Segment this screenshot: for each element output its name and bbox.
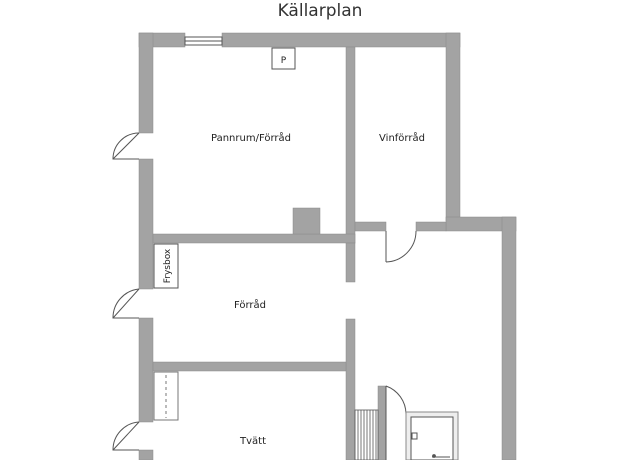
frysbox-box [153,243,179,289]
door-stair [385,385,407,460]
plan-title: Källarplan [278,1,363,21]
room-label-pannrum: Pannrum/Förråd [211,131,291,144]
door-pannrum [112,132,140,160]
wall-forrad-right-a [345,242,356,283]
room-label-tvatt: Tvätt [239,436,266,447]
wall-vin-bottom-b [415,221,447,232]
wall-left-3 [138,317,154,423]
tvatt-cabinet [153,371,179,421]
frysbox-label: Frysbox [163,248,173,283]
wall-left-1 [138,32,154,134]
chimney-block [292,207,321,235]
p-marker-box [271,47,296,70]
door-vinforrad [385,230,417,263]
wall-left-4 [138,449,154,460]
wall-right-outer [501,216,517,460]
window-top [184,36,223,46]
p-marker-label: P [281,56,287,66]
wall-left-2 [138,158,154,290]
door-tvatt [112,421,140,451]
wall-top-right [221,32,461,48]
wall-pannrum-forrad [152,233,356,244]
doors [112,132,417,460]
wall-vin-right [445,32,461,222]
walls [138,32,517,460]
wall-stair-post [377,385,387,460]
wall-forrad-right-b [345,318,356,460]
door-forrad [112,288,140,319]
wall-pannrum-vin [345,46,356,244]
stairs [354,409,379,460]
room-label-forrad: Förråd [234,298,266,311]
wall-vin-bottom-a [354,221,387,232]
room-label-vinforrad: Vinförråd [379,131,425,144]
wall-forrad-tvatt [152,361,347,372]
shower-fixture [405,411,459,460]
